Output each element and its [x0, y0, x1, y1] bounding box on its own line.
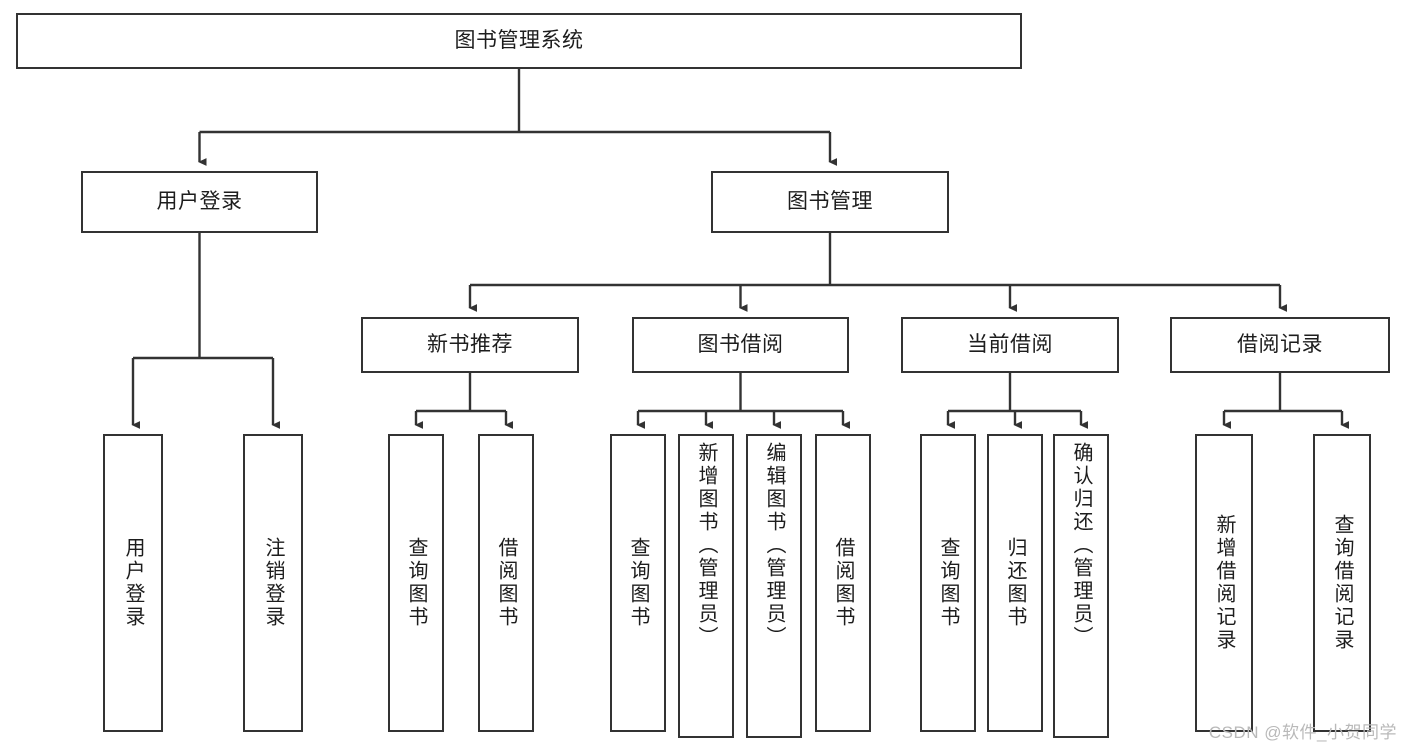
node-borrow-record[interactable]: 借阅记录: [1170, 317, 1390, 373]
node-leaf-add-book-label: 新增图书（管理员）: [695, 442, 717, 649]
node-book-manage-label: 图书管理: [787, 189, 873, 213]
node-leaf-query-record[interactable]: 查询借阅记录: [1313, 434, 1371, 732]
node-root[interactable]: 图书管理系统: [16, 13, 1022, 69]
node-leaf-return-book-label: 归还图书: [1004, 537, 1026, 629]
node-leaf-user-login-label: 用户登录: [122, 537, 144, 629]
node-leaf-query-book-2-label: 查询图书: [627, 537, 649, 629]
node-leaf-edit-book-label: 编辑图书（管理员）: [763, 442, 785, 649]
node-root-label: 图书管理系统: [454, 28, 584, 52]
node-current-borrow[interactable]: 当前借阅: [901, 317, 1119, 373]
node-book-manage[interactable]: 图书管理: [711, 171, 949, 233]
node-leaf-return-book[interactable]: 归还图书: [987, 434, 1043, 732]
node-leaf-user-login[interactable]: 用户登录: [103, 434, 163, 732]
node-leaf-add-record[interactable]: 新增借阅记录: [1195, 434, 1253, 732]
node-leaf-query-book-1[interactable]: 查询图书: [388, 434, 444, 732]
node-leaf-query-book-3-label: 查询图书: [937, 537, 959, 629]
node-current-borrow-label: 当前借阅: [967, 332, 1053, 356]
node-leaf-borrow-book-2-label: 借阅图书: [832, 537, 854, 629]
connector-group: [131, 69, 1350, 429]
node-new-book-recommend-label: 新书推荐: [427, 332, 513, 356]
node-leaf-query-book-3[interactable]: 查询图书: [920, 434, 976, 732]
node-leaf-edit-book[interactable]: 编辑图书（管理员）: [746, 434, 802, 738]
node-leaf-borrow-book-1[interactable]: 借阅图书: [478, 434, 534, 732]
node-leaf-query-book-1-label: 查询图书: [405, 537, 427, 629]
node-leaf-logout-label: 注销登录: [262, 537, 284, 629]
node-leaf-confirm-return[interactable]: 确认归还（管理员）: [1053, 434, 1109, 738]
node-user-login-label: 用户登录: [156, 189, 243, 213]
node-leaf-logout[interactable]: 注销登录: [243, 434, 303, 732]
node-leaf-query-book-2[interactable]: 查询图书: [610, 434, 666, 732]
node-leaf-borrow-book-2[interactable]: 借阅图书: [815, 434, 871, 732]
node-leaf-add-record-label: 新增借阅记录: [1213, 514, 1235, 652]
node-leaf-query-record-label: 查询借阅记录: [1331, 514, 1353, 652]
node-book-borrow-label: 图书借阅: [697, 332, 784, 356]
node-user-login[interactable]: 用户登录: [81, 171, 318, 233]
node-new-book-recommend[interactable]: 新书推荐: [361, 317, 579, 373]
node-leaf-add-book[interactable]: 新增图书（管理员）: [678, 434, 734, 738]
node-book-borrow[interactable]: 图书借阅: [632, 317, 849, 373]
node-leaf-confirm-return-label: 确认归还（管理员）: [1070, 442, 1092, 649]
node-leaf-borrow-book-1-label: 借阅图书: [495, 537, 517, 629]
node-borrow-record-label: 借阅记录: [1237, 332, 1323, 356]
